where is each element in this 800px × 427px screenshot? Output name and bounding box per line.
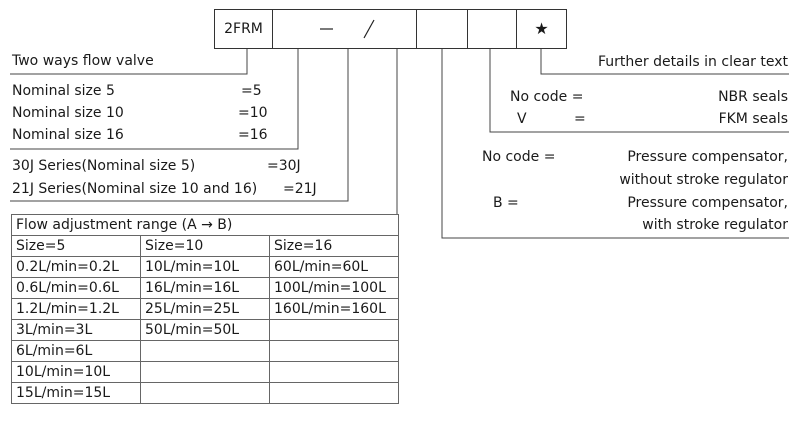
- table-cell: 160L/min=160L: [269, 298, 399, 320]
- flow-adjustment-table: Flow adjustment range (A → B) Size=5 Siz…: [11, 214, 399, 404]
- box-seals: [467, 9, 517, 49]
- nominal-size-label: Nominal size 16: [12, 127, 124, 143]
- table-cell: 10L/min=10L: [11, 361, 141, 383]
- line-series: [10, 49, 349, 202]
- column-header: Size=5: [11, 235, 141, 257]
- compensator-desc-line2: with stroke regulator: [642, 217, 788, 233]
- nominal-size-label: Nominal size 10: [12, 105, 124, 121]
- compensator-code: B =: [493, 195, 519, 211]
- table-row: 15L/min=15L: [11, 382, 399, 404]
- table-row: 3L/min=3L 50L/min=50L: [11, 319, 399, 341]
- table-cell: 6L/min=6L: [11, 340, 141, 362]
- table-cell: [140, 340, 270, 362]
- line-seals: [489, 49, 789, 133]
- series-code: =30J: [267, 158, 301, 174]
- table-cell: 16L/min=16L: [140, 277, 270, 299]
- table-cell: [269, 361, 399, 383]
- further-details-label: Further details in clear text: [597, 54, 788, 70]
- table-cell: [140, 361, 270, 383]
- nominal-size-code: =10: [238, 105, 268, 121]
- seal-desc: NBR seals: [718, 89, 788, 105]
- column-header: Size=16: [269, 235, 399, 257]
- table-cell: 0.2L/min=0.2L: [11, 256, 141, 278]
- table-row: 0.2L/min=0.2L 10L/min=10L 60L/min=60L: [11, 256, 399, 278]
- series-label: 21J Series(Nominal size 10 and 16): [12, 181, 258, 197]
- table-row: 10L/min=10L: [11, 361, 399, 383]
- table-cell: [140, 382, 270, 404]
- table-header-row: Size=5 Size=10 Size=16: [11, 235, 399, 257]
- table-cell: 1.2L/min=1.2L: [11, 298, 141, 320]
- line-further-details: [540, 49, 789, 75]
- table-cell: [269, 340, 399, 362]
- seal-desc: FKM seals: [718, 111, 788, 127]
- series-code: =21J: [283, 181, 317, 197]
- table-cell: 25L/min=25L: [140, 298, 270, 320]
- table-cell: 100L/min=100L: [269, 277, 399, 299]
- table-title-row: Flow adjustment range (A → B): [11, 214, 399, 236]
- box-size-series-flow: [272, 9, 417, 49]
- table-title: Flow adjustment range (A → B): [11, 214, 399, 236]
- table-cell: 10L/min=10L: [140, 256, 270, 278]
- nominal-size-code: =16: [238, 127, 268, 143]
- compensator-desc-line1: Pressure compensator,: [627, 149, 788, 165]
- line-nominal-size: [10, 49, 299, 150]
- seal-eq: =: [574, 111, 586, 127]
- table-row: 0.6L/min=0.6L 16L/min=16L 100L/min=100L: [11, 277, 399, 299]
- compensator-desc-line2: without stroke regulator: [619, 172, 788, 188]
- type-code-text: 2FRM: [224, 21, 263, 37]
- nominal-size-label: Nominal size 5: [12, 83, 115, 99]
- table-cell: [269, 382, 399, 404]
- table-row: 1.2L/min=1.2L 25L/min=25L 160L/min=160L: [11, 298, 399, 320]
- table-cell: 60L/min=60L: [269, 256, 399, 278]
- nominal-size-code: =5: [241, 83, 262, 99]
- table-row: 6L/min=6L: [11, 340, 399, 362]
- table-cell: 0.6L/min=0.6L: [11, 277, 141, 299]
- title-two-ways-flow-valve: Two ways flow valve: [12, 53, 154, 69]
- box-compensator: [416, 9, 468, 49]
- table-cell: 3L/min=3L: [11, 319, 141, 341]
- line-compensator: [441, 49, 789, 239]
- compensator-code: No code =: [482, 149, 556, 165]
- box-further-details: [516, 9, 567, 49]
- star-icon: ★: [534, 19, 549, 38]
- seal-code: No code =: [510, 89, 584, 105]
- slash-mark: [363, 19, 375, 39]
- seal-code: V: [517, 111, 527, 127]
- table-cell: [269, 319, 399, 341]
- column-header: Size=10: [140, 235, 270, 257]
- table-cell: 50L/min=50L: [140, 319, 270, 341]
- line-type-code: [10, 49, 248, 75]
- compensator-desc-line1: Pressure compensator,: [627, 195, 788, 211]
- table-cell: 15L/min=15L: [11, 382, 141, 404]
- series-label: 30J Series(Nominal size 5): [12, 158, 196, 174]
